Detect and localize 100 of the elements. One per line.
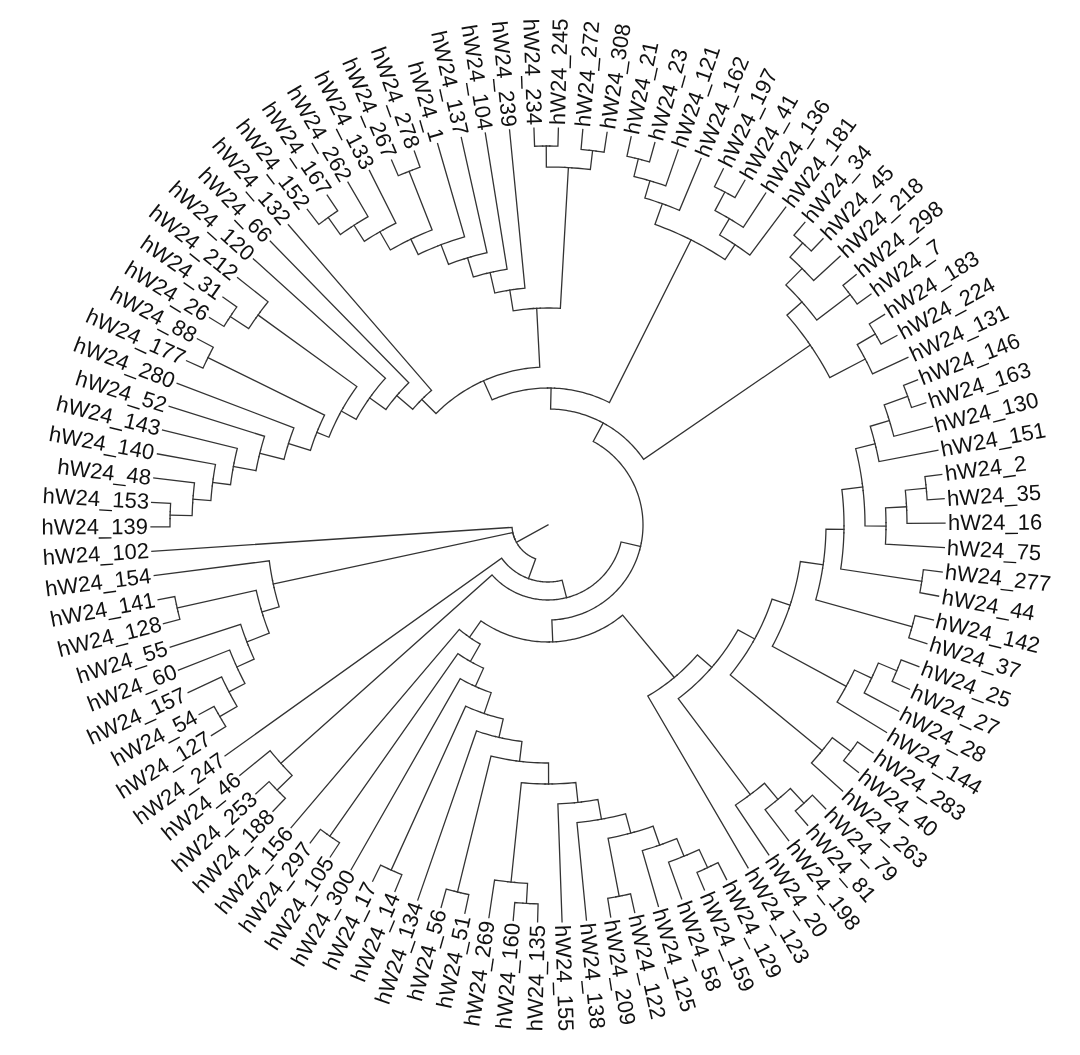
branch-line: [198, 705, 219, 716]
branch-line: [595, 131, 608, 153]
branch-node: [588, 149, 597, 152]
branch-node: [872, 330, 878, 338]
branch-line: [924, 473, 943, 486]
branch-line: [177, 649, 237, 671]
branch-node: [211, 478, 214, 487]
branch-line: [531, 579, 568, 599]
branch-line: [633, 825, 661, 846]
branch-node: [847, 747, 854, 755]
branch-node: [405, 169, 413, 174]
branch-line: [456, 755, 517, 893]
branch-line: [501, 737, 523, 762]
branch-node: [466, 659, 475, 664]
branch-line: [912, 614, 935, 625]
branch-line: [522, 761, 550, 785]
branch-line: [786, 301, 809, 343]
branch-line: [633, 158, 648, 181]
branch-line: [466, 257, 488, 278]
branch-line: [793, 221, 806, 242]
branch-line: [714, 191, 727, 218]
branch-line: [863, 680, 900, 712]
branch-line: [662, 837, 685, 857]
branch-line: [269, 240, 410, 394]
branch-line: [347, 181, 369, 225]
branch-line: [287, 435, 317, 452]
branch-node: [746, 791, 754, 798]
branch-line: [872, 662, 898, 676]
branch-line: [677, 669, 751, 796]
branch-line: [836, 688, 888, 734]
leaf-label: hW24_155: [551, 924, 577, 1032]
branch-line: [517, 544, 537, 580]
branch-line: [489, 271, 507, 294]
branch-line: [417, 730, 497, 901]
branch-line: [847, 669, 873, 684]
branch-line: [151, 526, 516, 552]
branch-line: [626, 136, 636, 159]
branch-node: [258, 449, 262, 458]
branch-node: [887, 416, 891, 425]
branch-line: [224, 557, 526, 757]
branch-node: [350, 222, 358, 228]
branch-line: [368, 169, 397, 231]
branch-line: [839, 532, 923, 582]
branch-line: [340, 400, 369, 421]
branch-line: [713, 628, 756, 666]
branch-line: [468, 619, 550, 643]
branch-line: [316, 413, 341, 439]
branch-line: [605, 344, 811, 461]
branch-line: [607, 833, 629, 897]
branch-line: [210, 718, 227, 737]
branch-node: [286, 439, 291, 448]
branch-line: [902, 379, 919, 394]
branch-line: [854, 443, 876, 485]
branch-node: [260, 608, 264, 616]
branch-line: [280, 574, 564, 764]
branch-node: [615, 894, 624, 898]
branch-line: [390, 159, 407, 177]
branch-line: [921, 569, 943, 579]
branch-line: [486, 307, 541, 380]
branch-node: [479, 378, 488, 383]
branch-line: [841, 486, 864, 527]
branch-line: [410, 238, 439, 256]
branch-line: [236, 276, 269, 313]
branch-node: [245, 638, 249, 646]
branch-node: [418, 396, 425, 403]
branch-line: [510, 781, 546, 883]
branch-line: [729, 641, 823, 752]
branch-line: [551, 781, 579, 804]
branch-node: [393, 392, 400, 399]
branch-line: [460, 136, 488, 258]
branch-line: [604, 812, 632, 834]
branch-line: [641, 845, 660, 907]
branch-line: [883, 395, 909, 418]
branch-line: [151, 501, 172, 513]
branch-line: [925, 491, 945, 501]
branch-node: [774, 796, 782, 803]
branch-line: [571, 150, 594, 171]
branch-line: [393, 870, 403, 892]
branch-line: [805, 794, 827, 810]
branch-line: [731, 192, 767, 229]
branch-node: [255, 311, 261, 319]
branch-line: [734, 796, 770, 856]
branch-line: [664, 158, 702, 212]
branch-line: [222, 296, 238, 315]
branch-line: [508, 129, 526, 291]
branch-line: [460, 892, 470, 914]
branch-line: [718, 218, 733, 244]
branch-line: [162, 610, 181, 625]
branch-node: [326, 833, 334, 839]
branch-line: [539, 166, 570, 310]
branch-line: [411, 150, 421, 171]
branch-line: [875, 446, 939, 463]
branch-line: [219, 694, 238, 718]
branch-line: [207, 357, 326, 430]
branch-line: [814, 567, 913, 628]
branch-line: [555, 614, 675, 679]
branch-line: [436, 143, 466, 245]
branch-node: [800, 800, 808, 807]
branch-line: [176, 589, 262, 610]
branch-line: [287, 224, 433, 398]
